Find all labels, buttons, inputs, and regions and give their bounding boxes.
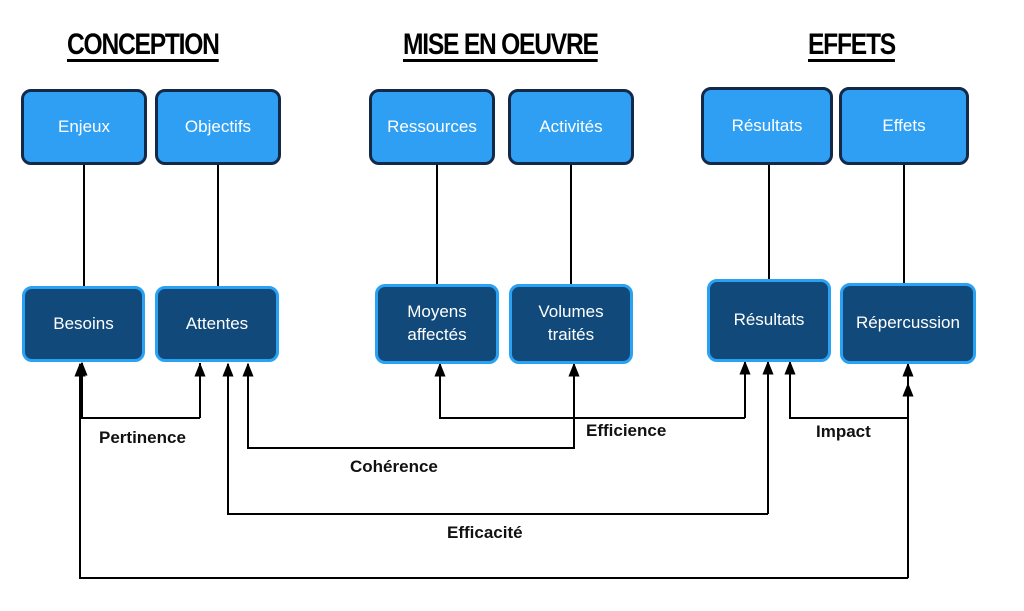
coherence-connector [242,362,575,449]
box-volumes-traites: Volumes traités [509,284,633,364]
label-efficience: Efficience [586,421,667,440]
label-pertinence: Pertinence [99,428,186,447]
label-coherence: Cohérence [350,457,438,476]
box-activites: Activités [508,89,634,165]
efficacite-connector [222,362,768,515]
box-objectifs: Objectifs [155,89,281,165]
box-enjeux: Enjeux [21,89,147,165]
box-repercussion: Répercussion [840,283,976,364]
pertinence-connector [82,363,201,419]
impact-connector [784,360,908,419]
box-attentes: Attentes [155,286,279,362]
efficience-connector [434,362,745,419]
box-resultats-top: Résultats [701,87,833,165]
box-ressources: Ressources [369,89,495,165]
label-efficacite: Efficacité [447,523,523,542]
heading-conception: CONCEPTION [67,28,220,61]
heading-effets: EFFETS [808,28,896,61]
heading-mise-en-oeuvre: MISE EN OEUVRE [403,28,599,61]
box-moyens-affectes: Moyens affectés [375,284,499,364]
label-impact: Impact [816,422,871,441]
outer-connector [74,362,908,579]
box-besoins: Besoins [22,286,145,362]
box-resultats-bottom: Résultats [707,279,831,362]
box-effets: Effets [839,87,969,165]
